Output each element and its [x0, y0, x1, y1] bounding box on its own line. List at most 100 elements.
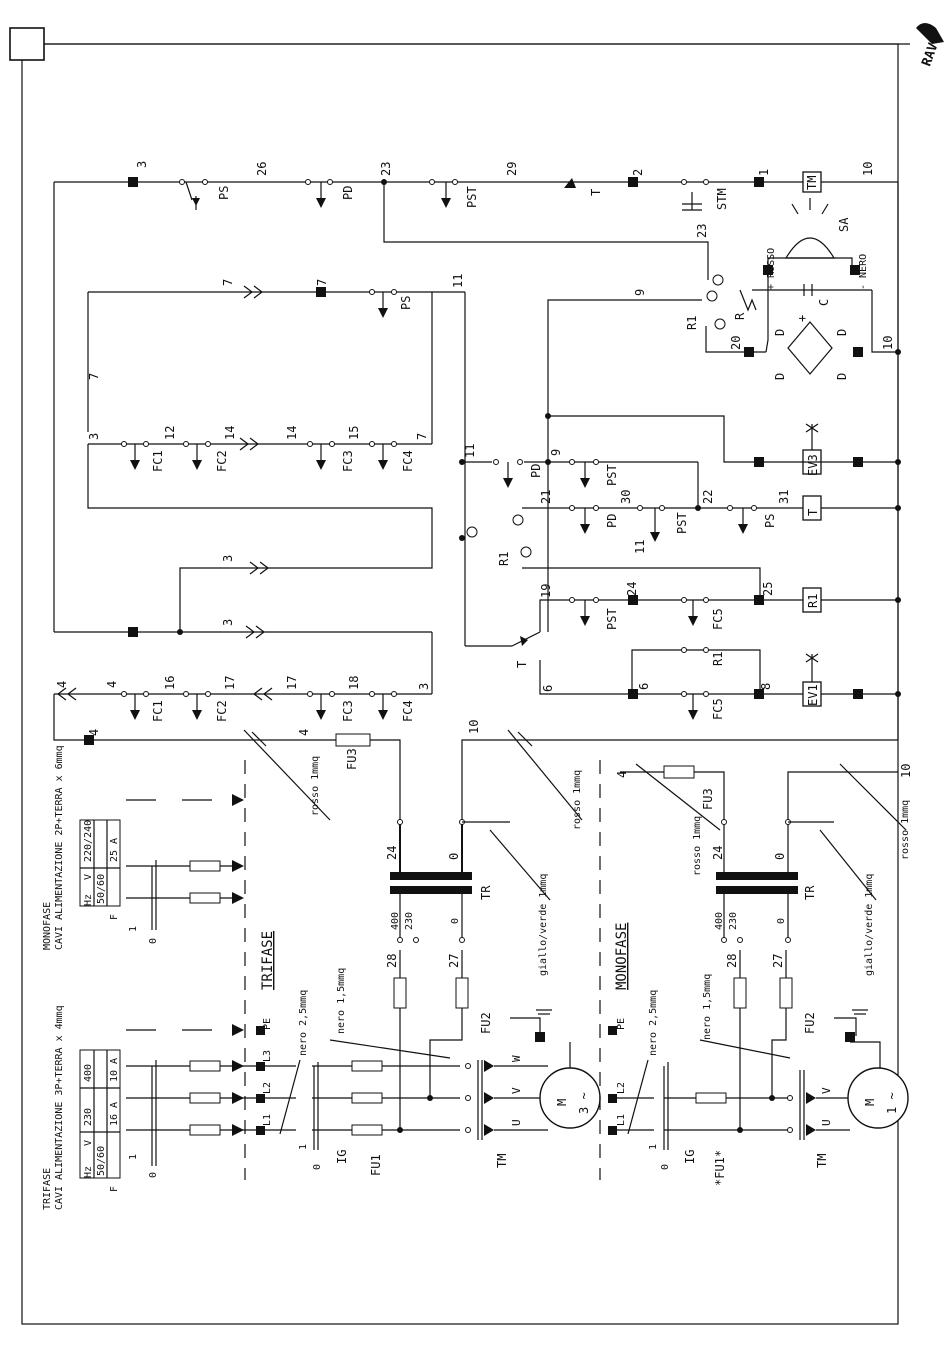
- mono-4: 4: [615, 771, 629, 778]
- fc2-row-fc2: FC2: [215, 700, 229, 722]
- top-label-tm: TM: [805, 176, 819, 190]
- monofase-title: MONOFASE: [614, 923, 630, 990]
- lamp-label: SA: [837, 217, 851, 232]
- tm-coil-top: [802, 171, 822, 193]
- branch-r1: R1: [497, 552, 511, 566]
- mono-nero25: nero 2,5mmq: [648, 990, 659, 1056]
- fc1-row-fc1: FC1: [151, 450, 165, 472]
- tri-pe: PE: [262, 1018, 273, 1030]
- mono-24: 24: [711, 846, 725, 860]
- monofase-section: MONOFASECAVI ALIMENTAZIONE 2P+TERRA x 6m…: [42, 745, 913, 1186]
- mono-v: V: [83, 874, 94, 880]
- fc2-row-17b: 17: [285, 676, 299, 690]
- wire-9-a: 9: [633, 289, 647, 296]
- top-label-3: 3: [135, 161, 149, 168]
- mono-v-val: 220/240: [83, 820, 94, 862]
- fc2-row-fc3: FC3: [341, 700, 355, 722]
- mono-10: 10: [899, 764, 913, 778]
- branch-t: T: [515, 661, 529, 668]
- ps-loop-label: PS: [399, 296, 413, 310]
- mono-tr: TR: [803, 885, 817, 900]
- tri-rosso-left: rosso 1mmq: [310, 756, 321, 816]
- fc1-row-14a: 14: [223, 426, 237, 440]
- mono-a25: 25 A: [109, 838, 120, 862]
- fc1-row-fc2: FC2: [215, 450, 229, 472]
- wire-10-a: 10: [881, 336, 895, 350]
- fc1-row-14b: 14: [285, 426, 299, 440]
- tri-f-label: F: [109, 1186, 120, 1192]
- fc2-row-16: 16: [163, 676, 177, 690]
- top-label-t: T: [589, 189, 603, 196]
- tri-fu2: FU2: [479, 1012, 493, 1034]
- wire-20: 20: [729, 336, 743, 350]
- wire-10-bottom: 10: [467, 720, 481, 734]
- plus-label: +: [795, 315, 809, 322]
- tri-u: U: [510, 1119, 523, 1126]
- mono-nero15: nero 1,5mmq: [702, 974, 713, 1040]
- t-coil: [802, 495, 822, 521]
- branch-pd-a: PD: [529, 464, 543, 478]
- tri-a10: 10 A: [109, 1058, 120, 1082]
- branch-fc5-b: FC5: [711, 698, 725, 720]
- tri-a16: 16 A: [109, 1102, 120, 1126]
- label-r1-upper: R1: [685, 316, 699, 330]
- branch-11-b: 11: [633, 540, 647, 554]
- lamp-sa: [784, 237, 836, 259]
- top-label-ps: PS: [217, 186, 231, 200]
- tri-v: V: [83, 1140, 94, 1146]
- monofase-table: Hz V 220/240 50/60 25 A F: [79, 819, 121, 920]
- top-label-stm: STM: [715, 188, 729, 210]
- mono-motor-1: 1 ~: [885, 1092, 899, 1114]
- mono-rosso-left: rosso 1mmq: [692, 816, 703, 876]
- tri-tr: TR: [479, 885, 493, 900]
- wire-7-a: 7: [221, 279, 235, 286]
- tri-nero25: nero 2,5mmq: [298, 990, 309, 1056]
- branch-6-a: 6: [541, 685, 555, 692]
- tri-400: 400: [390, 912, 401, 930]
- tri-27: 27: [447, 954, 461, 968]
- fc2-row-4b: 4: [105, 681, 119, 688]
- tri-ig-0: 0: [312, 1164, 323, 1170]
- branch-25: 25: [761, 582, 775, 596]
- tri-num-0: 0: [148, 1172, 159, 1178]
- fc1-row-fc4: FC4: [401, 450, 415, 472]
- mono-0-top: 0: [773, 853, 787, 860]
- top-label-pd: PD: [341, 186, 355, 200]
- r1-coil-label: R1: [806, 594, 820, 608]
- wire-4-bottom: 4: [297, 729, 311, 736]
- mono-l1: L1: [616, 1114, 627, 1126]
- mono-0-bottom: 0: [776, 918, 787, 924]
- monofase-cable-title: MONOFASECAVI ALIMENTAZIONE 2P+TERRA x 6m…: [42, 745, 65, 950]
- branch-11-a: 11: [463, 444, 477, 458]
- tri-motor-3: 3 ~: [577, 1092, 591, 1114]
- branch-pst-a: PST: [605, 464, 619, 486]
- mono-fu2: FU2: [803, 1012, 817, 1034]
- mono-l2: L2: [616, 1082, 627, 1094]
- corner-box: [9, 27, 45, 61]
- top-label-26: 26: [255, 162, 269, 176]
- branch-9: 9: [549, 449, 563, 456]
- ev3-label: EV3: [806, 454, 820, 476]
- tri-l3: L3: [262, 1050, 273, 1062]
- mono-u: U: [820, 1119, 833, 1126]
- fc1-row-fc3: FC3: [341, 450, 355, 472]
- tri-hz: Hz: [83, 1166, 94, 1178]
- wire-3-a: 3: [221, 555, 235, 562]
- branch-8: 8: [759, 683, 773, 690]
- mono-motor-m: M: [863, 1099, 877, 1106]
- fc2-row-18: 18: [347, 676, 361, 690]
- rav-logo: RAV: [916, 23, 944, 68]
- branch-ps: PS: [763, 514, 777, 528]
- top-label-pst: PST: [465, 186, 479, 208]
- tri-ig: IG: [335, 1150, 349, 1164]
- tri-ig-1: 1: [298, 1144, 309, 1150]
- tri-0-top: 0: [447, 853, 461, 860]
- tri-num-1: 1: [128, 1154, 139, 1160]
- resistor-label: R: [733, 312, 747, 320]
- tri-fu1: FU1: [369, 1154, 383, 1176]
- tri-w: W: [510, 1055, 523, 1062]
- mono-num-1: 1: [128, 926, 139, 932]
- mono-motor: [847, 1067, 909, 1129]
- tri-0-bottom: 0: [450, 918, 461, 924]
- tri-24: 24: [385, 846, 399, 860]
